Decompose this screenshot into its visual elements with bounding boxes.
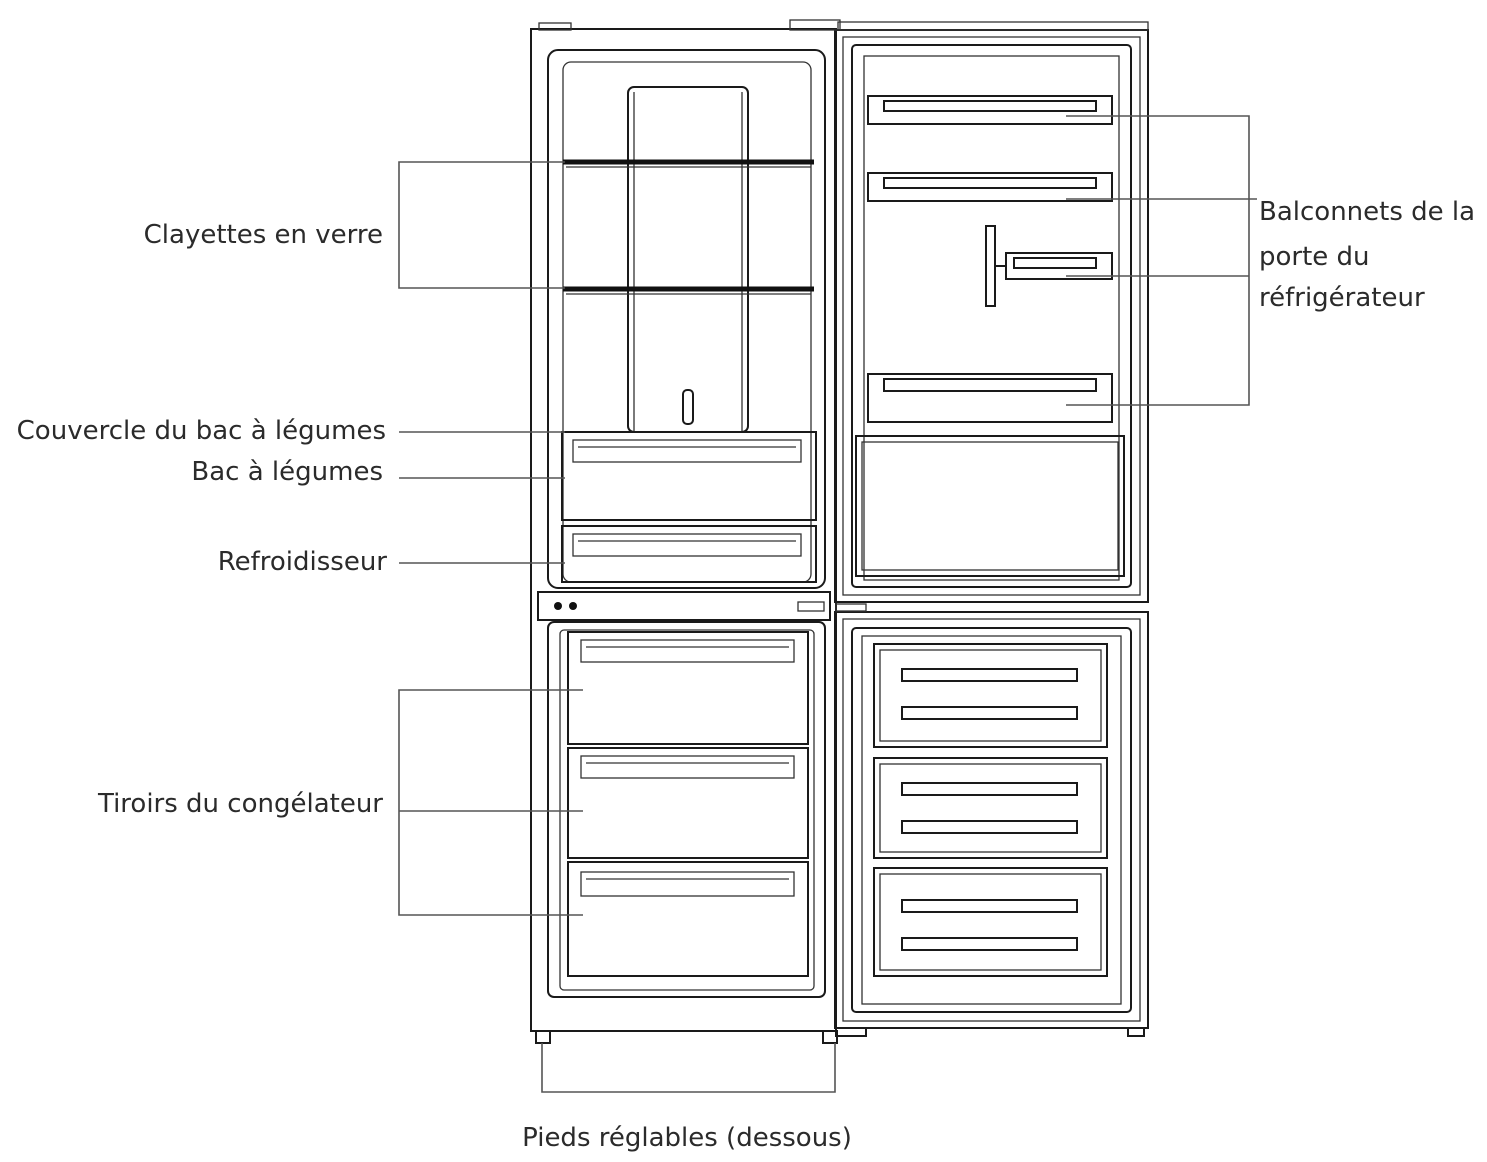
callout-glass-shelves — [398, 161, 565, 289]
callout-adjustable-feet — [541, 1043, 836, 1093]
label-adjustable-feet: Pieds réglables (dessous) — [522, 1123, 852, 1153]
label-door-balconies-line-2: porte du — [1259, 242, 1370, 272]
label-crisper: Bac à légumes — [191, 457, 383, 487]
freezer-drawer — [567, 631, 809, 745]
freezer-drawer — [567, 747, 809, 859]
door-balcony — [867, 172, 1113, 202]
chiller-drawer — [561, 525, 817, 583]
door-balcony — [985, 225, 1113, 307]
door-balcony — [867, 373, 1113, 423]
freezer-door-panel — [873, 867, 1108, 977]
freezer-door-panel — [873, 643, 1108, 748]
label-glass-shelves: Clayettes en verre — [144, 220, 383, 250]
callout-door-balconies — [1066, 115, 1257, 406]
callout-freezer-drawers — [398, 689, 583, 916]
glass-shelf — [563, 286, 814, 295]
fridge-door — [789, 19, 1149, 603]
label-door-balconies-line-1: Balconnets de la — [1259, 197, 1475, 227]
freezer-drawer — [567, 861, 809, 977]
label-chiller: Refroidisseur — [218, 547, 388, 577]
freezer-door — [834, 603, 1149, 1037]
label-crisper-cover: Couvercle du bac à légumes — [17, 416, 386, 446]
freezer-compartment — [547, 621, 826, 998]
crisper-drawer — [561, 431, 817, 521]
freezer-door-panel — [873, 757, 1108, 859]
glass-shelf — [563, 159, 814, 168]
label-door-balconies-line-3: réfrigérateur — [1259, 283, 1425, 313]
fridge-cabinet — [530, 22, 838, 1044]
label-freezer-drawers: Tiroirs du congélateur — [97, 789, 383, 819]
door-balcony — [867, 95, 1113, 125]
fridge-compartment — [547, 49, 826, 589]
